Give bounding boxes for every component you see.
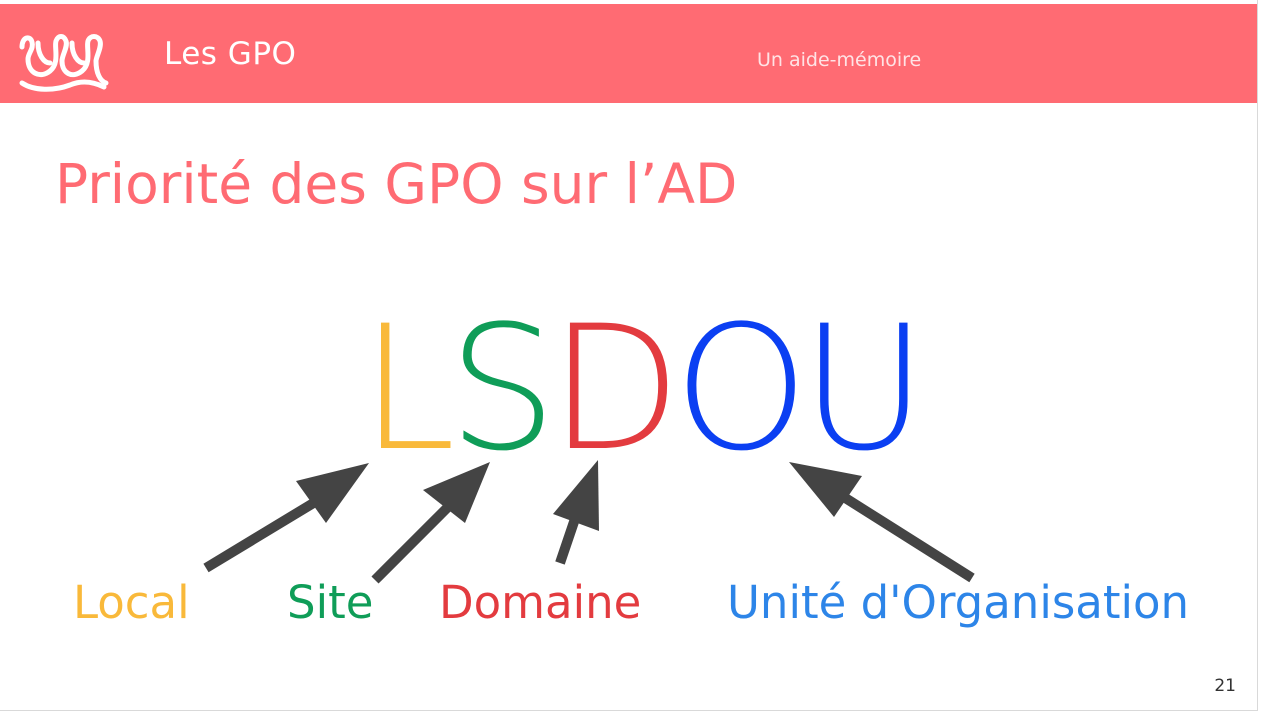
acronym-letter-u: U [800,288,927,489]
label-unite-organisation: Unité d'Organisation [727,576,1190,629]
slide-header: Les GPO Un aide-mémoire [0,4,1258,103]
acronym-letter-s: S [447,288,557,489]
header-title: Les GPO [164,36,297,72]
lsdou-acronym: LSDOU [360,288,927,489]
acronym-letter-o: O [673,288,808,489]
acronym-letter-d: D [549,288,681,489]
acronym-letter-l: L [360,288,456,489]
arrow-local [203,463,369,573]
slide-title: Priorité des GPO sur l’AD [55,152,738,216]
label-local: Local [73,576,190,629]
page-number: 21 [1214,676,1236,696]
label-site: Site [287,576,374,629]
header-subtitle: Un aide-mémoire [757,49,922,71]
label-domaine: Domaine [439,576,642,629]
wavy-logo-icon [19,34,109,92]
